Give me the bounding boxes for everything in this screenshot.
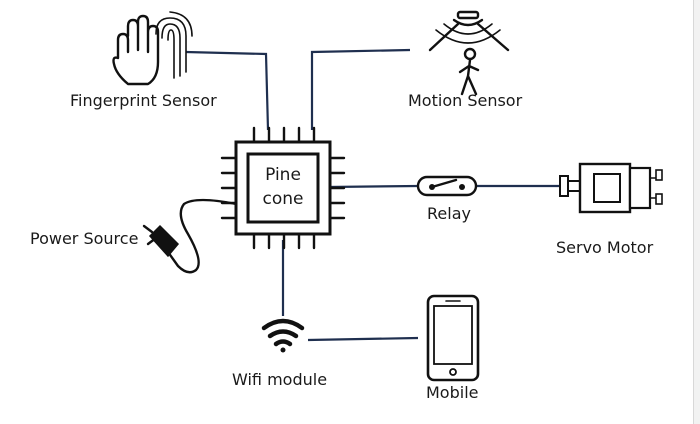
motion-sensor-icon	[428, 10, 510, 96]
wifi-icon	[261, 318, 305, 353]
wire-motion-chip	[310, 48, 411, 130]
servo-motor-icon	[559, 162, 663, 214]
wire-fingerprint-chip	[185, 50, 270, 131]
motion-sensor-label: Motion Sensor	[408, 91, 523, 110]
page-edge	[693, 0, 700, 424]
chip-label-line1: Pine	[265, 165, 301, 185]
chip-label-line2: cone	[263, 189, 304, 209]
wifi-module-label: Wifi module	[232, 370, 327, 389]
mobile-label: Mobile	[426, 383, 478, 402]
relay-switch-icon	[416, 175, 478, 197]
microchip-icon	[220, 126, 346, 250]
wire-wifi-mobile	[307, 336, 419, 342]
power-source-label: Power Source	[30, 229, 138, 248]
servo-motor-label: Servo Motor	[556, 238, 654, 257]
mobile-phone-icon	[426, 294, 480, 382]
relay-label: Relay	[427, 204, 471, 223]
fingerprint-hand-icon	[112, 11, 193, 86]
fingerprint-sensor-label: Fingerprint Sensor	[70, 91, 217, 110]
power-plug-icon	[142, 198, 238, 274]
